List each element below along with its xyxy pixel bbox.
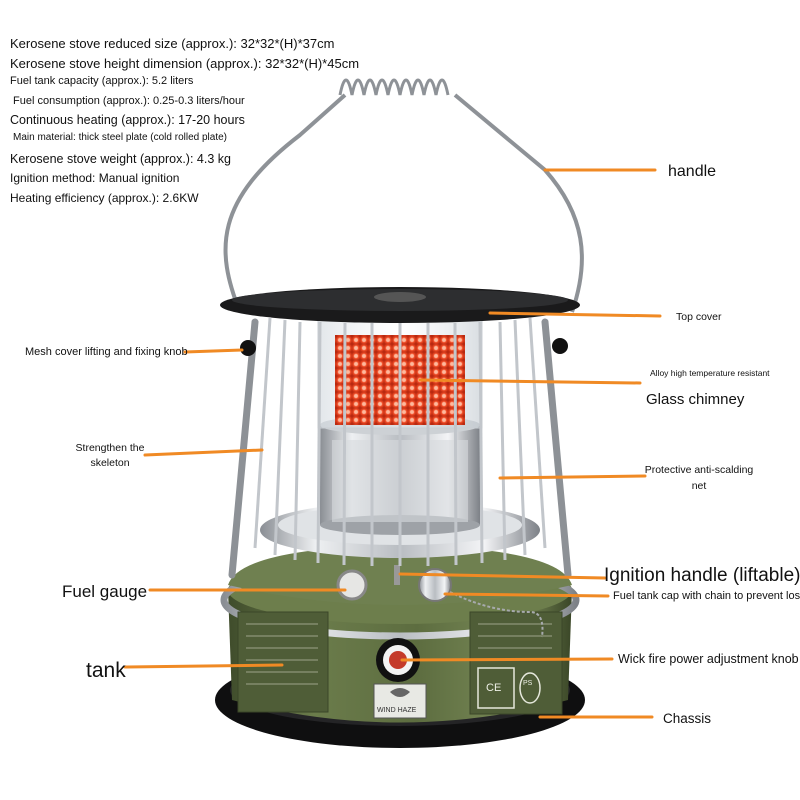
spec-main-material: Main material: thick steel plate (cold r… bbox=[13, 132, 227, 143]
spec-ignition-method: Ignition method: Manual ignition bbox=[10, 171, 180, 185]
label-tank: tank bbox=[86, 659, 126, 682]
label-skeleton: Strengthen the skeleton bbox=[70, 441, 150, 471]
label-handle: handle bbox=[668, 163, 717, 180]
ce-mark: CE bbox=[486, 682, 502, 694]
mesh-knob-right bbox=[552, 338, 568, 354]
label-chassis: Chassis bbox=[663, 711, 712, 726]
label-tank-cap: Fuel tank cap with chain to prevent loss bbox=[613, 590, 800, 602]
spec-fuel-consumption: Fuel consumption (approx.): 0.25-0.3 lit… bbox=[13, 95, 245, 107]
label-glass-chimney: Glass chimney bbox=[646, 391, 745, 408]
label-wick-knob: Wick fire power adjustment knob bbox=[618, 652, 799, 666]
handle-spring bbox=[338, 78, 450, 96]
brand-text: WIND HAZE bbox=[377, 707, 417, 714]
spec-continuous-heating: Continuous heating (approx.): 17-20 hour… bbox=[10, 113, 245, 127]
label-ignition-handle: Ignition handle (liftable) bbox=[604, 565, 800, 586]
tank-sticker-left bbox=[237, 611, 329, 713]
spec-height-dimension: Kerosene stove height dimension (approx.… bbox=[10, 56, 360, 71]
fuel-tank-cap bbox=[418, 568, 452, 602]
spec-weight: Kerosene stove weight (approx.): 4.3 kg bbox=[10, 152, 231, 166]
label-net-line2: net bbox=[691, 480, 707, 492]
spec-tank-capacity: Fuel tank capacity (approx.): 5.2 liters bbox=[10, 75, 194, 87]
spec-reduced-size: Kerosene stove reduced size (approx.): 3… bbox=[10, 36, 335, 51]
tank-sticker-right bbox=[469, 611, 563, 715]
spec-heating-efficiency: Heating efficiency (approx.): 2.6KW bbox=[10, 191, 199, 205]
label-skeleton-line1: Strengthen the bbox=[75, 442, 145, 454]
fuel-gauge-dial bbox=[336, 569, 368, 601]
handle-wire bbox=[223, 93, 584, 313]
label-fuel-gauge: Fuel gauge bbox=[62, 582, 148, 601]
skeleton-frame bbox=[228, 318, 572, 579]
label-anti-scalding-net: Protective anti-scalding net bbox=[640, 462, 758, 494]
label-net-line1: Protective anti-scalding bbox=[644, 464, 754, 476]
leader-lines bbox=[123, 168, 662, 719]
label-mesh-knob: Mesh cover lifting and fixing knob bbox=[25, 346, 188, 358]
label-skeleton-line2: skeleton bbox=[90, 457, 130, 469]
label-top-cover: Top cover bbox=[676, 311, 722, 323]
protective-net-bars bbox=[253, 317, 547, 566]
ps-mark: PS bbox=[523, 680, 533, 687]
mesh-knob-left bbox=[240, 340, 256, 356]
label-alloy: Alloy high temperature resistant bbox=[650, 368, 770, 378]
